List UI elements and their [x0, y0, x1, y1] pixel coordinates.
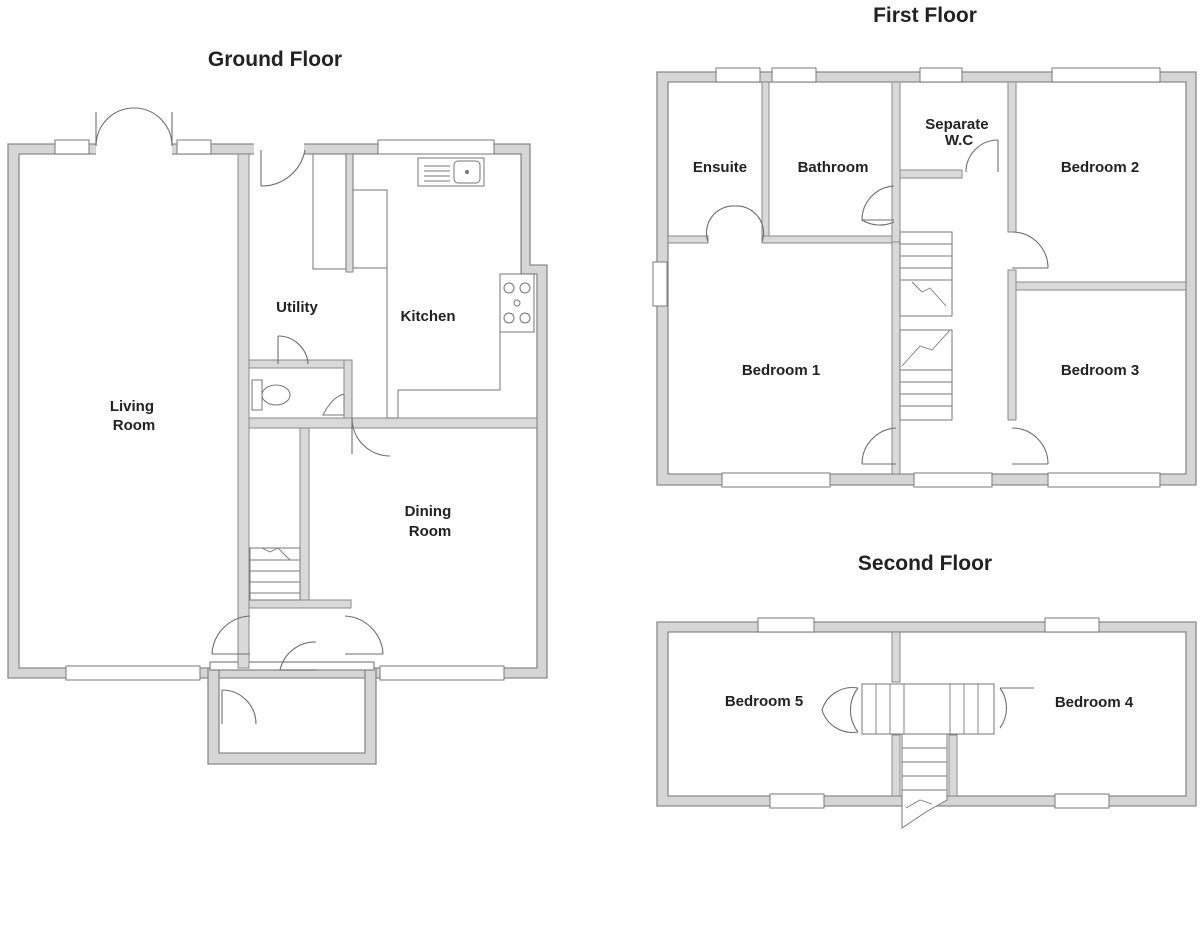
tall-unit: [352, 189, 388, 269]
living-front-window: [65, 665, 201, 681]
inner-hall-door: [279, 641, 317, 671]
downstairs-wc-icon: [251, 379, 291, 411]
room-label-ensuite: Ensuite: [693, 159, 747, 176]
porch-door: [221, 689, 257, 725]
ensuite-bottom-wall-left: [667, 235, 709, 244]
ensuite-window: [715, 67, 761, 83]
second-floor-staircase: [861, 683, 995, 829]
utility-partition: [345, 153, 354, 273]
kitchen-window: [377, 139, 495, 155]
bedroom5-window-top: [757, 617, 815, 633]
wc-top-wall: [248, 359, 350, 369]
landing-window: [913, 472, 993, 488]
room-label-bedroom-3: Bedroom 3: [1061, 362, 1139, 379]
first-floor-title: First Floor: [873, 4, 977, 27]
stair-wall-right: [948, 734, 958, 797]
ensuite-door: [705, 205, 765, 243]
living-window-left: [54, 139, 90, 155]
room-label-bedroom-4: Bedroom 4: [1055, 694, 1134, 711]
bathroom-window: [771, 67, 817, 83]
first-floor-staircase: [899, 231, 953, 421]
room-label-utility: Utility: [276, 299, 318, 316]
ensuite-bath-wall: [761, 81, 770, 243]
second-floor-walls: [656, 621, 1197, 807]
bedroom3-door: [1011, 427, 1049, 465]
room-label-bathroom: Bathroom: [798, 159, 869, 176]
first-floor-plan: First Floor: [652, 4, 1197, 488]
living-room-partition: [237, 153, 250, 669]
bathroom-door: [861, 185, 895, 226]
front-door-left: [211, 615, 251, 655]
utility-cupboard: [312, 153, 347, 270]
french-doors: [95, 107, 173, 155]
bedroom4-window-bottom: [1054, 793, 1110, 809]
bedroom2-window: [1051, 67, 1161, 83]
dining-room-top-wall: [248, 417, 538, 429]
room-label-bedroom-5: Bedroom 5: [725, 693, 803, 710]
bedroom1-door: [861, 427, 897, 465]
bedroom1-side-window: [652, 261, 668, 307]
bath-wc-wall: [891, 81, 901, 243]
hob-icon: [499, 273, 535, 333]
bathroom-bottom-wall: [761, 235, 895, 244]
bedroom4-window-top: [1044, 617, 1100, 633]
wc-side-wall: [343, 359, 353, 419]
bedroom2-door: [1011, 231, 1049, 269]
room-label-kitchen: Kitchen: [400, 308, 455, 325]
bedroom5-door: [821, 686, 859, 734]
room-label-separate-wc: Separate W.C: [925, 116, 993, 149]
kitchen-sink-icon: [417, 157, 485, 187]
bedroom1-window: [721, 472, 831, 488]
bedroom5-window-bottom: [769, 793, 825, 809]
ground-floor-title: Ground Floor: [208, 48, 342, 71]
bedroom2-wall-upper: [1007, 81, 1017, 233]
porch-threshold: [209, 661, 375, 671]
wc-window: [919, 67, 963, 83]
living-window-right: [176, 139, 212, 155]
bed2-bed3-wall: [1015, 281, 1187, 291]
front-door-right: [344, 615, 384, 655]
ground-staircase: [249, 547, 301, 601]
room-label-bedroom-1: Bedroom 1: [742, 362, 820, 379]
bedroom3-wall: [1007, 269, 1017, 421]
dining-front-window: [379, 665, 505, 681]
bedroom4-door: [999, 687, 1034, 729]
ground-floor-plan: Ground Floor: [7, 48, 548, 765]
bedroom-divider-bottom: [891, 734, 901, 797]
bedroom1-landing-wall: [891, 241, 901, 475]
wc-bottom-wall: [899, 169, 963, 179]
stair-side-wall: [299, 427, 310, 607]
hall-wall: [248, 599, 352, 609]
wc-door: [965, 139, 999, 173]
second-floor-title: Second Floor: [858, 552, 992, 575]
room-label-bedroom-2: Bedroom 2: [1061, 159, 1139, 176]
bedroom3-window: [1047, 472, 1161, 488]
second-floor-plan: Second Floor: [656, 552, 1197, 829]
room-label-living: Living Room: [110, 398, 158, 434]
porch-walls: [207, 667, 377, 765]
kitchen-hall-door: [351, 417, 391, 457]
bedroom-divider-top: [891, 631, 901, 683]
room-label-dining: Dining Room: [405, 503, 456, 540]
back-door: [254, 143, 306, 187]
utility-wc-door: [277, 335, 309, 365]
basin-icon: [322, 393, 345, 416]
